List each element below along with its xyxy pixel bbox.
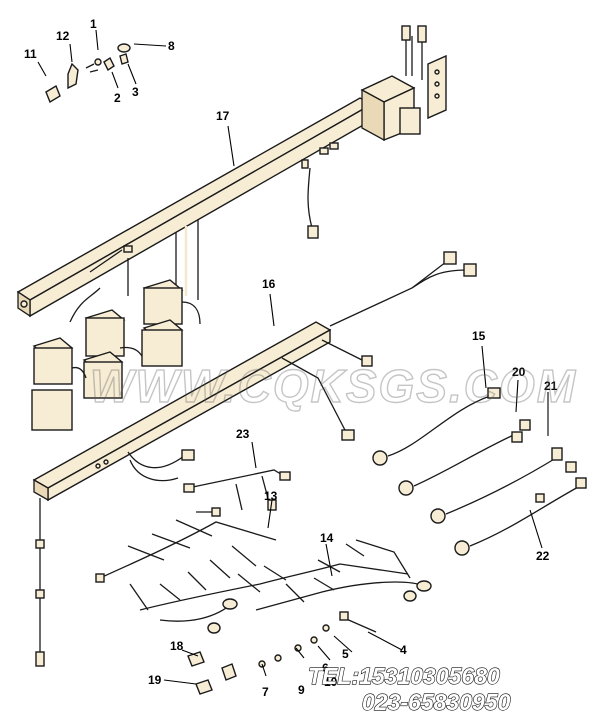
callout-6: 6 — [322, 661, 329, 675]
callout-23: 23 — [236, 427, 250, 441]
callout-14: 14 — [320, 531, 334, 545]
callout-13: 13 — [264, 489, 278, 503]
leader-lines — [37, 29, 549, 685]
callout-17: 17 — [216, 109, 230, 123]
callout-4: 4 — [400, 643, 407, 657]
callout-16: 16 — [262, 277, 276, 291]
branch-harness-13 — [95, 507, 277, 611]
small-hardware-top-left — [45, 43, 131, 104]
callout-1: 1 — [90, 17, 97, 31]
callout-21: 21 — [544, 379, 558, 393]
upper-harness-rail — [16, 25, 447, 431]
callout-12: 12 — [56, 29, 70, 43]
watermark-text: WWW.CQKSGS.COM — [90, 360, 577, 412]
callout-22: 22 — [536, 549, 550, 563]
contact-phone: TEL:15310305680 — [308, 663, 500, 689]
callout-3: 3 — [132, 85, 139, 99]
contact-landline: 023-65830950 — [362, 689, 511, 715]
lower-harness-rail — [32, 251, 477, 667]
callout-5: 5 — [342, 647, 349, 661]
callout-15: 15 — [472, 329, 486, 343]
small-hardware-bottom — [187, 611, 377, 695]
callout-19: 19 — [148, 673, 162, 687]
callout-10: 10 — [324, 675, 338, 689]
callout-8: 8 — [168, 39, 175, 53]
callout-labels: 1 2 3 4 5 6 7 8 9 10 11 12 13 14 15 16 1… — [24, 17, 558, 699]
branch-harness-23 — [183, 469, 291, 511]
callout-20: 20 — [512, 365, 526, 379]
injector-block-group — [31, 279, 201, 431]
callout-7: 7 — [262, 685, 269, 699]
sensor-harness-group — [372, 387, 587, 556]
branch-harness-14 — [139, 539, 432, 634]
callout-9: 9 — [298, 683, 305, 697]
callout-18: 18 — [170, 639, 184, 653]
callout-2: 2 — [114, 91, 121, 105]
callout-11: 11 — [24, 47, 37, 61]
